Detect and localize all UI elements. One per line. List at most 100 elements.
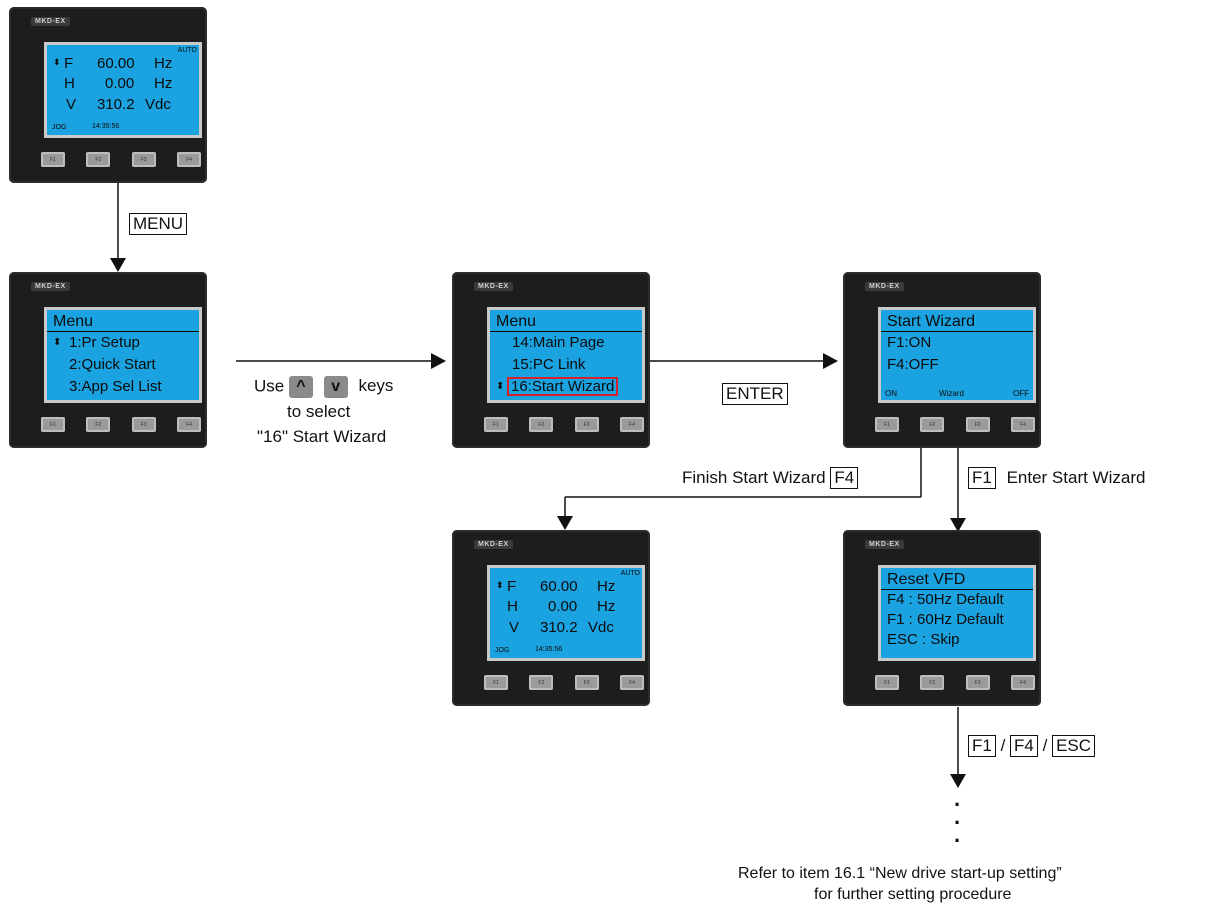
auto-indicator: AUTO [177,47,197,54]
f4-key[interactable]: F4 [176,417,201,432]
menu-title: Menu [47,310,199,332]
f2-key[interactable]: F2 [920,417,945,432]
f1-key[interactable]: F1 [875,417,899,432]
refer-text-line2: for further setting procedure [814,886,1012,903]
f1-key[interactable]: F1 [41,152,65,167]
keypad-main-display: MKD-EX AUTO ⬍ F 60.00 Hz H 0.00 Hz V 310… [9,7,207,183]
reset-keys-label: F1 / F4 / ESC [968,735,1096,757]
reset-60hz-option: F1 : 60Hz Default [887,611,1004,628]
separator: / [1042,736,1048,755]
function-keys: F1 F2 F3 F4 [41,152,201,167]
f1-key-label: F1 [968,467,996,489]
voltage-letter: V [509,619,520,636]
menu-item-label: 3:App Sel List [69,378,162,395]
menu-item-label: 14:Main Page [512,334,605,351]
brand-label: MKD-EX [474,540,513,549]
reset-skip-option: ESC : Skip [887,631,960,648]
clock: 14:35:56 [92,123,120,130]
reset-title: Reset VFD [881,568,1033,590]
menu-item-label: 2:Quick Start [69,356,156,373]
f4-key[interactable]: F4 [1010,675,1035,690]
voltage-unit: Vdc [145,96,171,113]
menu-item-selected: ⬍16:Start Wizard [490,376,642,398]
brand-label: MKD-EX [474,282,513,291]
keypad-wizard-display: MKD-EX Start Wizard F1:ON F4:OFF ON Wiza… [843,272,1041,448]
use-text: Use [254,376,285,396]
voltage-value: 310.2 [97,96,135,113]
f2-key[interactable]: F2 [86,417,111,432]
enter-wizard-label: F1 Enter Start Wizard [968,467,1145,489]
menu-item-label: 1:Pr Setup [69,334,140,351]
finish-text: Finish Start Wizard [682,468,826,487]
lcd-screen: Menu ⬍ 1:Pr Setup 2:Quick Start 3:App Sel… [44,307,202,403]
menu-key-label: MENU [129,213,188,235]
wizard-on-option: F1:ON [887,334,932,351]
lcd-screen: Reset VFD F4 : 50Hz Default F1 : 60Hz De… [878,565,1036,661]
esc-key-label: ESC [1052,735,1096,757]
lcd-screen: AUTO ⬍ F 60.00 Hz H 0.00 Hz V 310.2 Vdc … [44,42,202,138]
clock: 14:35:56 [535,646,563,653]
updown-icon: ⬍ [53,337,62,348]
f4-key[interactable]: F4 [1010,417,1035,432]
menu-item: 2:Quick Start [47,354,199,376]
f3-key[interactable]: F3 [965,675,990,690]
f2-key[interactable]: F2 [529,675,554,690]
f3-key[interactable]: F3 [574,675,599,690]
menu-item: 3:App Sel List [47,376,199,398]
refer-text-line1: Refer to item 16.1 “New drive start-up s… [738,865,1062,882]
to-select-text: to select [287,402,351,421]
jog-indicator: JOG [52,124,67,131]
menu-item: 14:Main Page [490,332,642,354]
lcd-screen: Menu 14:Main Page 15:PC Link ⬍16:Start W… [487,307,645,403]
menu-key: MENU [129,213,188,235]
output-value: 0.00 [548,598,578,615]
f1-key[interactable]: F1 [484,675,508,690]
f4-key[interactable]: F4 [176,152,201,167]
output-unit: Hz [154,75,173,92]
brand-label: MKD-EX [31,17,70,26]
menu-item-label: 16:Start Wizard [506,377,619,396]
f3-key[interactable]: F3 [131,152,156,167]
f1-key[interactable]: F1 [484,417,508,432]
f1-key[interactable]: F1 [41,417,65,432]
freq-letter: F [507,578,517,595]
freq-unit: Hz [154,55,173,72]
start-wizard-text: "16" Start Wizard [257,427,387,446]
f3-key[interactable]: F3 [965,417,990,432]
function-keys: F1 F2 F3 F4 [875,417,1035,432]
brand-label: MKD-EX [31,282,70,291]
output-unit: Hz [597,598,616,615]
separator: / [1000,736,1006,755]
lcd-screen: AUTO ⬍ F 60.00 Hz H 0.00 Hz V 310.2 Vdc … [487,565,645,661]
f3-key[interactable]: F3 [574,417,599,432]
auto-indicator: AUTO [620,570,640,577]
keypad-reset-display: MKD-EX Reset VFD F4 : 50Hz Default F1 : … [843,530,1041,706]
voltage-letter: V [66,96,77,113]
f3-key[interactable]: F3 [131,417,156,432]
output-letter: H [64,75,75,92]
function-keys: F1 F2 F3 F4 [41,417,201,432]
continuation-dots: ··· [954,792,962,853]
f2-key[interactable]: F2 [86,152,111,167]
freq-value: 60.00 [540,578,578,595]
f2-key[interactable]: F2 [920,675,945,690]
wizard-off-option: F4:OFF [887,356,939,373]
freq-unit: Hz [597,578,616,595]
f2-key[interactable]: F2 [529,417,554,432]
f4-key[interactable]: F4 [619,675,644,690]
freq-letter: F [64,55,74,72]
updown-icon: ⬍ [496,381,505,392]
voltage-value: 310.2 [540,619,578,636]
keys-text: keys [358,376,394,396]
enter-text: Enter Start Wizard [1006,468,1146,487]
f1-key-label: F1 [968,735,996,757]
brand-label: MKD-EX [865,540,904,549]
menu-item-label: 15:PC Link [512,356,586,373]
f4-key[interactable]: F4 [619,417,644,432]
freq-value: 60.00 [97,55,135,72]
function-keys: F1 F2 F3 F4 [484,417,644,432]
f1-key[interactable]: F1 [875,675,899,690]
finish-wizard-label: Finish Start Wizard F4 [682,467,859,489]
keypad-menu-display-2: MKD-EX Menu 14:Main Page 15:PC Link ⬍16:… [452,272,650,448]
